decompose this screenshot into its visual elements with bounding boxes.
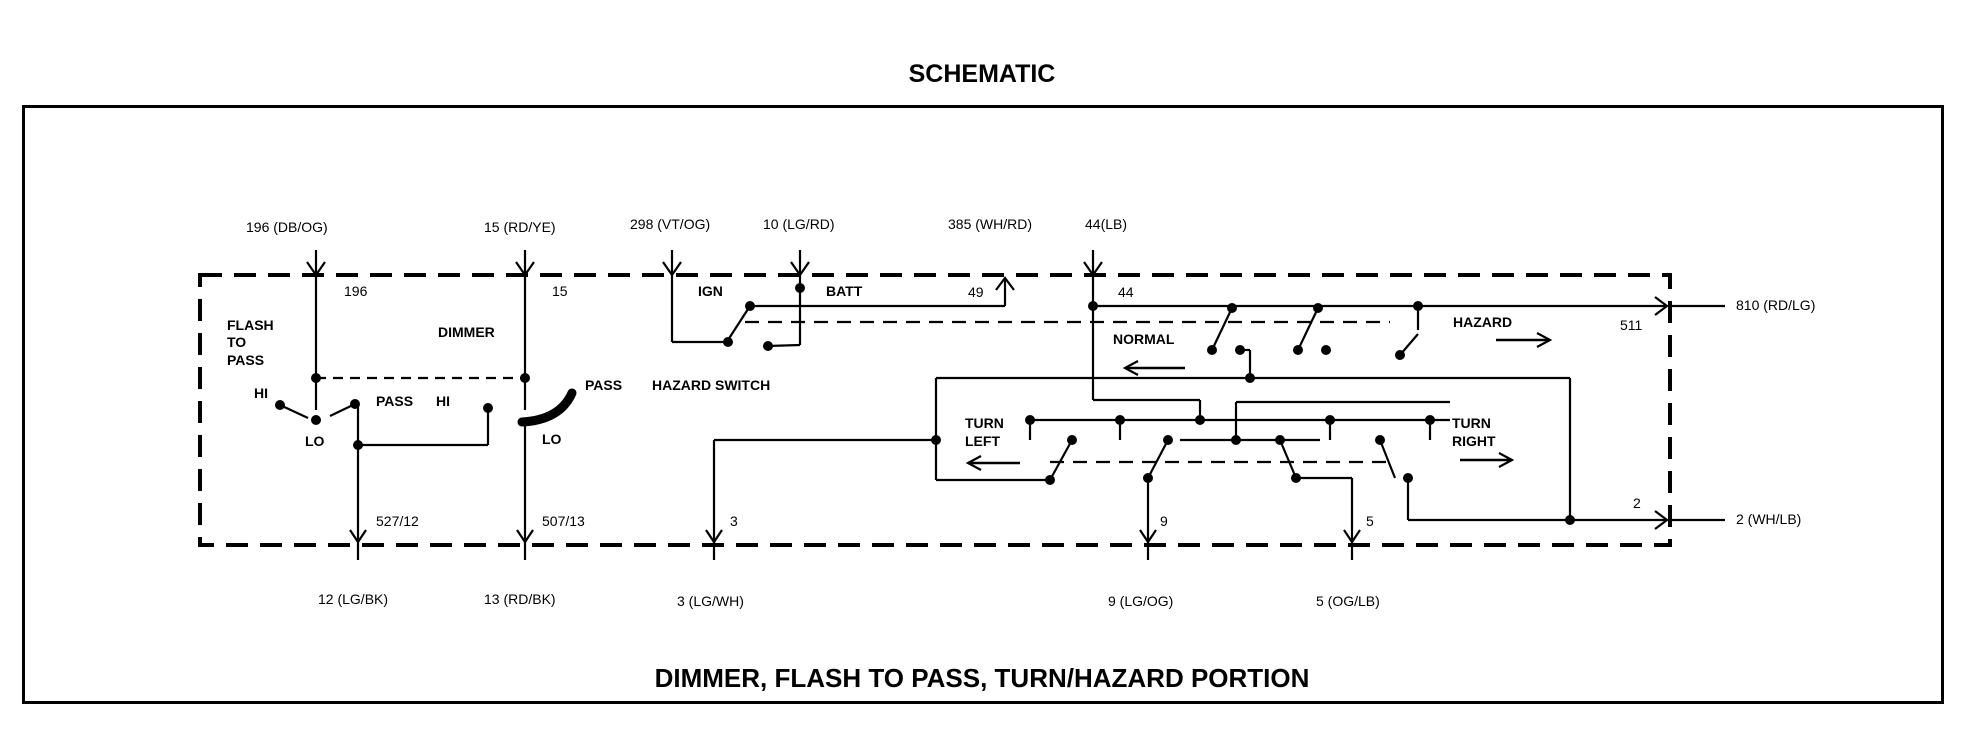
wire-label-15: 15 (RD/YE) (484, 219, 556, 235)
pin-label-44: 44 (1118, 284, 1134, 300)
pass-hi-label: PASS (376, 393, 413, 409)
wire-label-196: 196 (DB/OG) (246, 219, 328, 235)
dimmer-label: DIMMER (438, 324, 495, 340)
diagram-frame (22, 105, 1944, 704)
diagram-caption: DIMMER, FLASH TO PASS, TURN/HAZARD PORTI… (654, 663, 1310, 693)
normal-label: NORMAL (1113, 331, 1175, 347)
dimmer-dots (275, 373, 530, 450)
wire-label-9: 9 (LG/OG) (1108, 593, 1173, 609)
hi-left-label: HI (254, 385, 268, 401)
hazard-switch-dots (723, 283, 805, 351)
wire-label-3: 3 (LG/WH) (677, 593, 744, 609)
turn-hazard-section (705, 250, 1725, 560)
turn-right-label-2: RIGHT (1452, 433, 1496, 449)
hi-mid-label: HI (436, 393, 450, 409)
wire-label-298: 298 (VT/OG) (630, 216, 710, 232)
pin-label-9: 9 (1160, 513, 1168, 529)
pin-label-511: 511 (1620, 317, 1643, 333)
wire-label-12: 12 (LG/BK) (318, 591, 388, 607)
pass-right-label: PASS (585, 377, 622, 393)
page-title: SCHEMATIC (908, 60, 1056, 88)
wire-label-44: 44(LB) (1085, 216, 1127, 232)
wire-label-810: 810 (RD/LG) (1736, 297, 1815, 313)
dimmer-flash-section (279, 250, 577, 560)
wire-label-5: 5 (OG/LB) (1316, 593, 1380, 609)
flash-label: FLASH (227, 317, 274, 333)
hazard-switch-label: HAZARD SWITCH (652, 377, 770, 393)
pin-label-2: 2 (1633, 495, 1641, 511)
switch-boundary (198, 273, 1672, 547)
turn-hazard-dots (931, 301, 1575, 525)
pin-label-5: 5 (1366, 513, 1374, 529)
turn-left-label-1: TURN (965, 415, 1004, 431)
pin-label-3: 3 (730, 513, 738, 529)
wire-label-13: 13 (RD/BK) (484, 591, 556, 607)
pin-label-507: 507/13 (542, 513, 585, 529)
hazard-label: HAZARD (1453, 314, 1512, 330)
to-label: TO (227, 334, 246, 350)
pin-label-15: 15 (552, 283, 568, 299)
pass-label: PASS (227, 352, 264, 368)
ign-label: IGN (698, 283, 723, 299)
batt-label: BATT (826, 283, 863, 299)
turn-right-label-1: TURN (1452, 415, 1491, 431)
lo-right-label: LO (542, 431, 562, 447)
pin-label-49: 49 (968, 284, 984, 300)
pin-label-196: 196 (344, 283, 368, 299)
turn-left-label-2: LEFT (965, 433, 1000, 449)
wire-label-2: 2 (WH/LB) (1736, 511, 1801, 527)
wire-label-10: 10 (LG/RD) (763, 216, 835, 232)
lo-left-label: LO (305, 433, 325, 449)
wire-label-385: 385 (WH/RD) (948, 216, 1032, 232)
hazard-switch-section (662, 250, 1390, 348)
pin-label-527: 527/12 (376, 513, 419, 529)
